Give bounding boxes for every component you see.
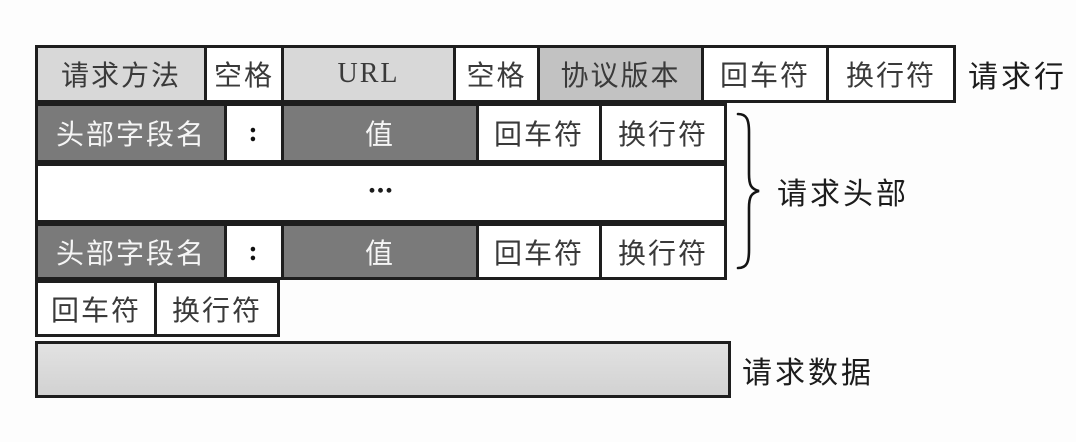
ellipsis-text: ...	[368, 166, 394, 200]
ellipsis-row: ...	[35, 163, 727, 223]
cell-lf: 换行符	[154, 280, 280, 337]
request-headers-label: 请求头部	[777, 178, 909, 211]
headers-group-brace	[736, 112, 760, 270]
header-field-row-bottom: 头部字段名 : 值 回车符 换行符	[35, 223, 727, 280]
cell-header-value: 值	[281, 103, 479, 163]
cell-more-headers: ...	[35, 163, 727, 223]
cell-protocol-version: 协议版本	[537, 45, 704, 103]
cell-lf: 换行符	[599, 103, 727, 163]
request-data-label: 请求数据	[742, 356, 874, 390]
cell-lf: 换行符	[599, 223, 727, 280]
request-body-bar	[35, 341, 731, 398]
cell-cr: 回车符	[35, 280, 157, 337]
cell-cr: 回车符	[701, 45, 829, 103]
request-line-label: 请求行	[968, 61, 1067, 94]
cell-header-value: 值	[281, 223, 479, 280]
cell-space-1: 空格	[204, 45, 284, 103]
request-line-row: 请求方法 空格 URL 空格 协议版本 回车符 换行符	[35, 45, 956, 103]
cell-request-method: 请求方法	[35, 45, 207, 103]
cell-url: URL	[281, 45, 456, 103]
cell-cr: 回车符	[476, 103, 602, 163]
cell-header-field-name: 头部字段名	[35, 223, 227, 280]
cell-colon: :	[224, 223, 284, 280]
cell-space-2: 空格	[453, 45, 540, 103]
cell-lf: 换行符	[826, 45, 956, 103]
cell-colon: :	[224, 103, 284, 163]
header-field-row-top: 头部字段名 : 值 回车符 换行符	[35, 103, 727, 163]
cell-header-field-name: 头部字段名	[35, 103, 227, 163]
blank-line-row: 回车符 换行符	[35, 280, 280, 337]
cell-cr: 回车符	[476, 223, 602, 280]
